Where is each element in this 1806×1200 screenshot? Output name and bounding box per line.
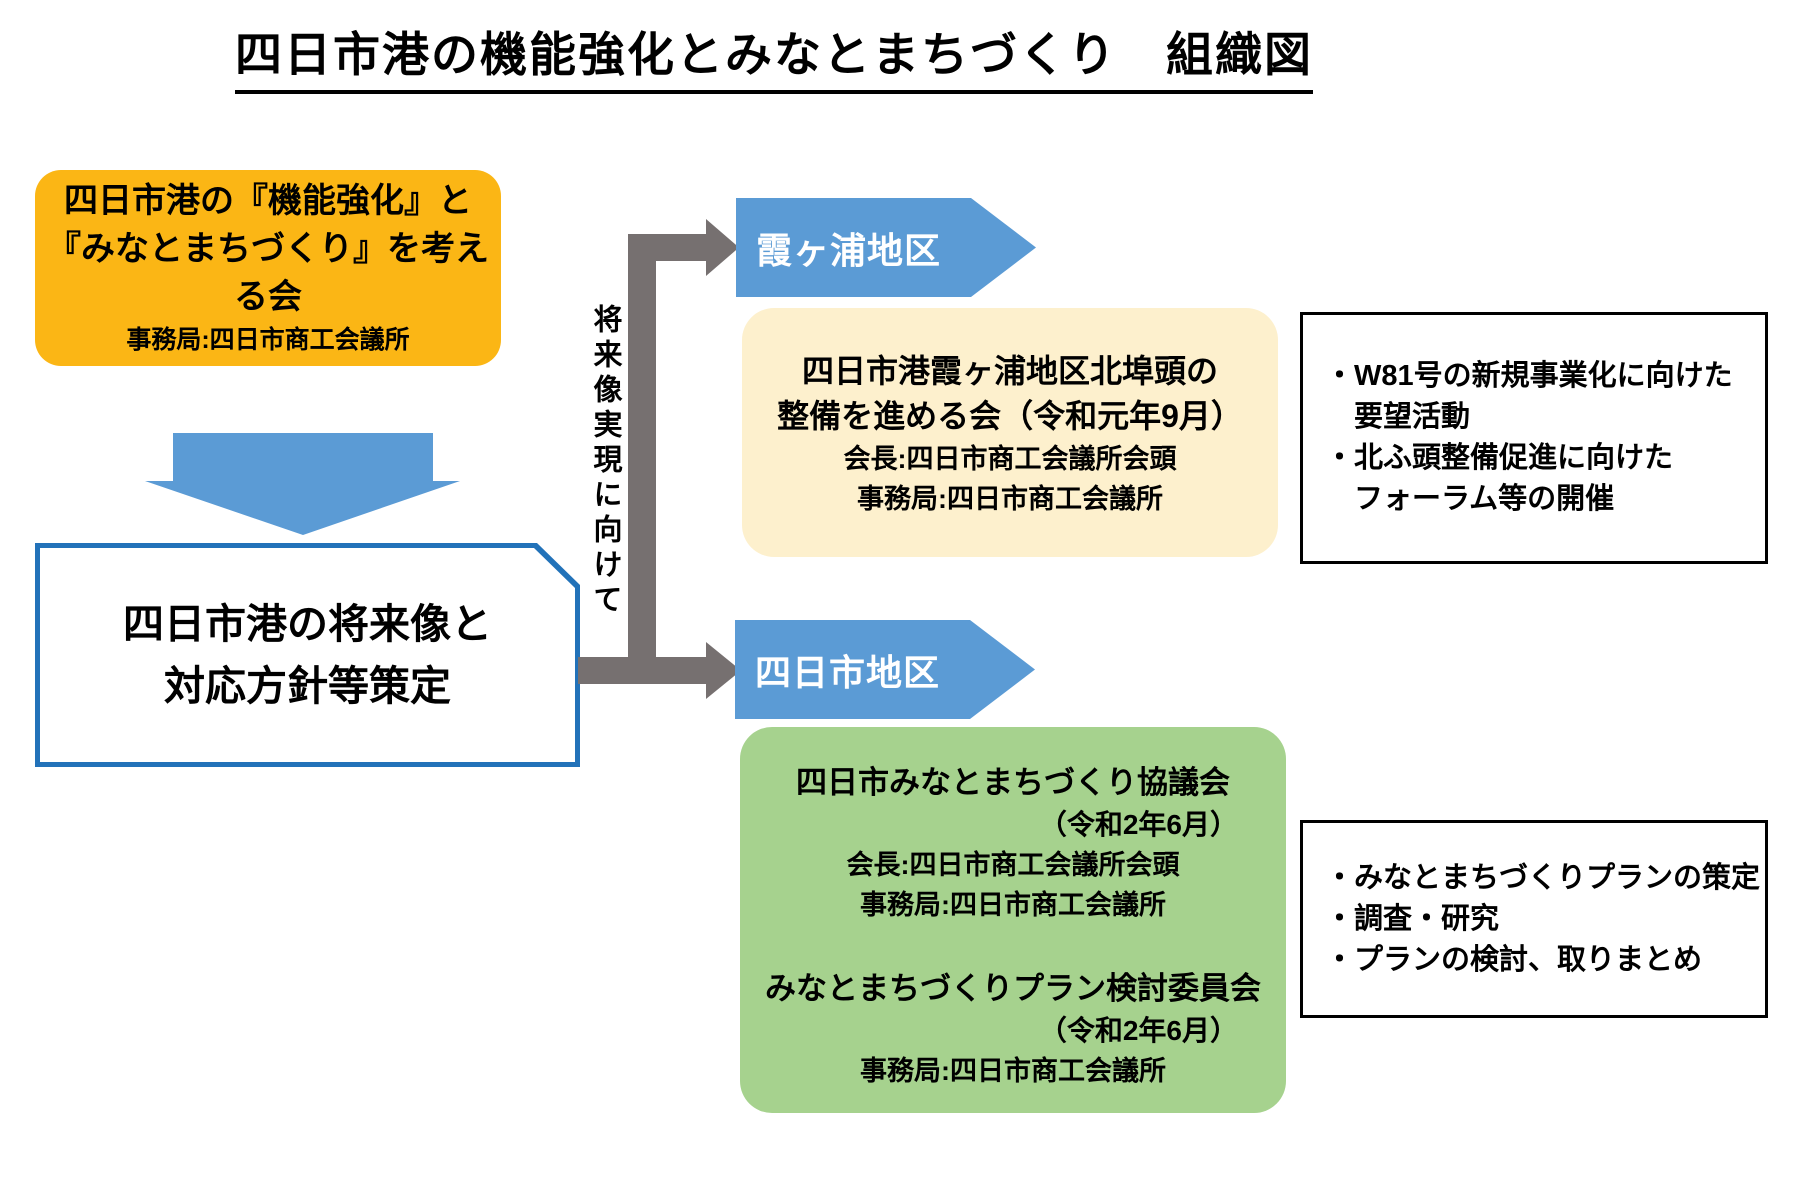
- activity-item: フォーラム等の開催: [1325, 483, 1615, 515]
- connector-bottom-shaft: [578, 657, 706, 684]
- kasumigaura-org-line2: 整備を進める会（令和元年9月）: [777, 397, 1243, 434]
- activity-item: ・みなとまちづくりプランの策定: [1325, 861, 1761, 894]
- council-chair: 会長:四日市商工会議所会頭: [846, 850, 1180, 880]
- policy-line1: 四日市港の将来像と: [123, 601, 492, 647]
- activity-item: 要望活動: [1325, 401, 1471, 433]
- yokkaichi-activities-box: ・みなとまちづくりプランの策定 ・調査・研究 ・プランの検討、取りまとめ: [1300, 820, 1768, 1018]
- root-org-name-line1: 四日市港の『機能強化』と: [64, 182, 472, 220]
- kasumigaura-activities-box: ・W81号の新規事業化に向けた 要望活動 ・北ふ頭整備促進に向けた フォーラム等…: [1300, 312, 1768, 564]
- district-label-yokkaichi: 四日市地区: [755, 651, 941, 693]
- root-org-box: 四日市港の『機能強化』と 『みなとまちづくり』を考える会 事務局:四日市商工会議…: [35, 170, 501, 366]
- activity-item: ・調査・研究: [1325, 902, 1500, 935]
- root-org-secretariat: 事務局:四日市商工会議所: [126, 326, 410, 354]
- policy-box-inner: 四日市港の将来像と 対応方針等策定: [40, 548, 575, 762]
- committee-secretariat: 事務局:四日市商工会議所: [860, 1056, 1166, 1086]
- council-secretariat: 事務局:四日市商工会議所: [860, 890, 1166, 920]
- district-arrow-yokkaichi: 四日市地区: [735, 620, 1035, 719]
- vertical-caption: 将来像実現に向けて: [589, 304, 621, 619]
- root-org-name-line2: 『みなとまちづくり』を考える会: [47, 230, 489, 316]
- connector-vertical-bar: [628, 234, 656, 684]
- yokkaichi-org-box: 四日市みなとまちづくり協議会 （令和2年6月） 会長:四日市商工会議所会頭 事務…: [740, 727, 1286, 1113]
- activity-item: ・W81号の新規事業化に向けた: [1325, 360, 1733, 392]
- kasumigaura-org-secretariat: 事務局:四日市商工会議所: [857, 483, 1163, 514]
- policy-box: 四日市港の将来像と 対応方針等策定: [35, 543, 580, 767]
- kasumigaura-org-chair: 会長:四日市商工会議所会頭: [843, 443, 1177, 474]
- down-arrow-icon: [145, 433, 460, 535]
- connector-top-arrowhead-icon: [706, 219, 739, 276]
- activity-item: ・北ふ頭整備促進に向けた: [1325, 442, 1674, 474]
- connector-top-shaft: [628, 234, 706, 261]
- policy-line2: 対応方針等策定: [164, 663, 451, 709]
- activity-item: ・プランの検討、取りまとめ: [1325, 943, 1703, 976]
- committee-name: みなとまちづくりプラン検討委員会: [765, 971, 1261, 1006]
- district-label-kasumigaura: 霞ヶ浦地区: [756, 229, 942, 271]
- district-arrow-kasumigaura: 霞ヶ浦地区: [736, 198, 1036, 297]
- committee-date: （令和2年6月）: [1038, 1015, 1238, 1046]
- page-title: 四日市港の機能強化とみなとまちづくり 組織図: [235, 28, 1313, 95]
- kasumigaura-org-line1: 四日市港霞ヶ浦地区北埠頭の: [801, 352, 1218, 389]
- spacer: [740, 925, 1286, 967]
- kasumigaura-org-box: 四日市港霞ヶ浦地区北埠頭の 整備を進める会（令和元年9月） 会長:四日市商工会議…: [742, 308, 1278, 557]
- council-name: 四日市みなとまちづくり協議会: [796, 765, 1230, 800]
- title-container: 四日市港の機能強化とみなとまちづくり 組織図: [0, 28, 1548, 95]
- council-date: （令和2年6月）: [1038, 809, 1238, 840]
